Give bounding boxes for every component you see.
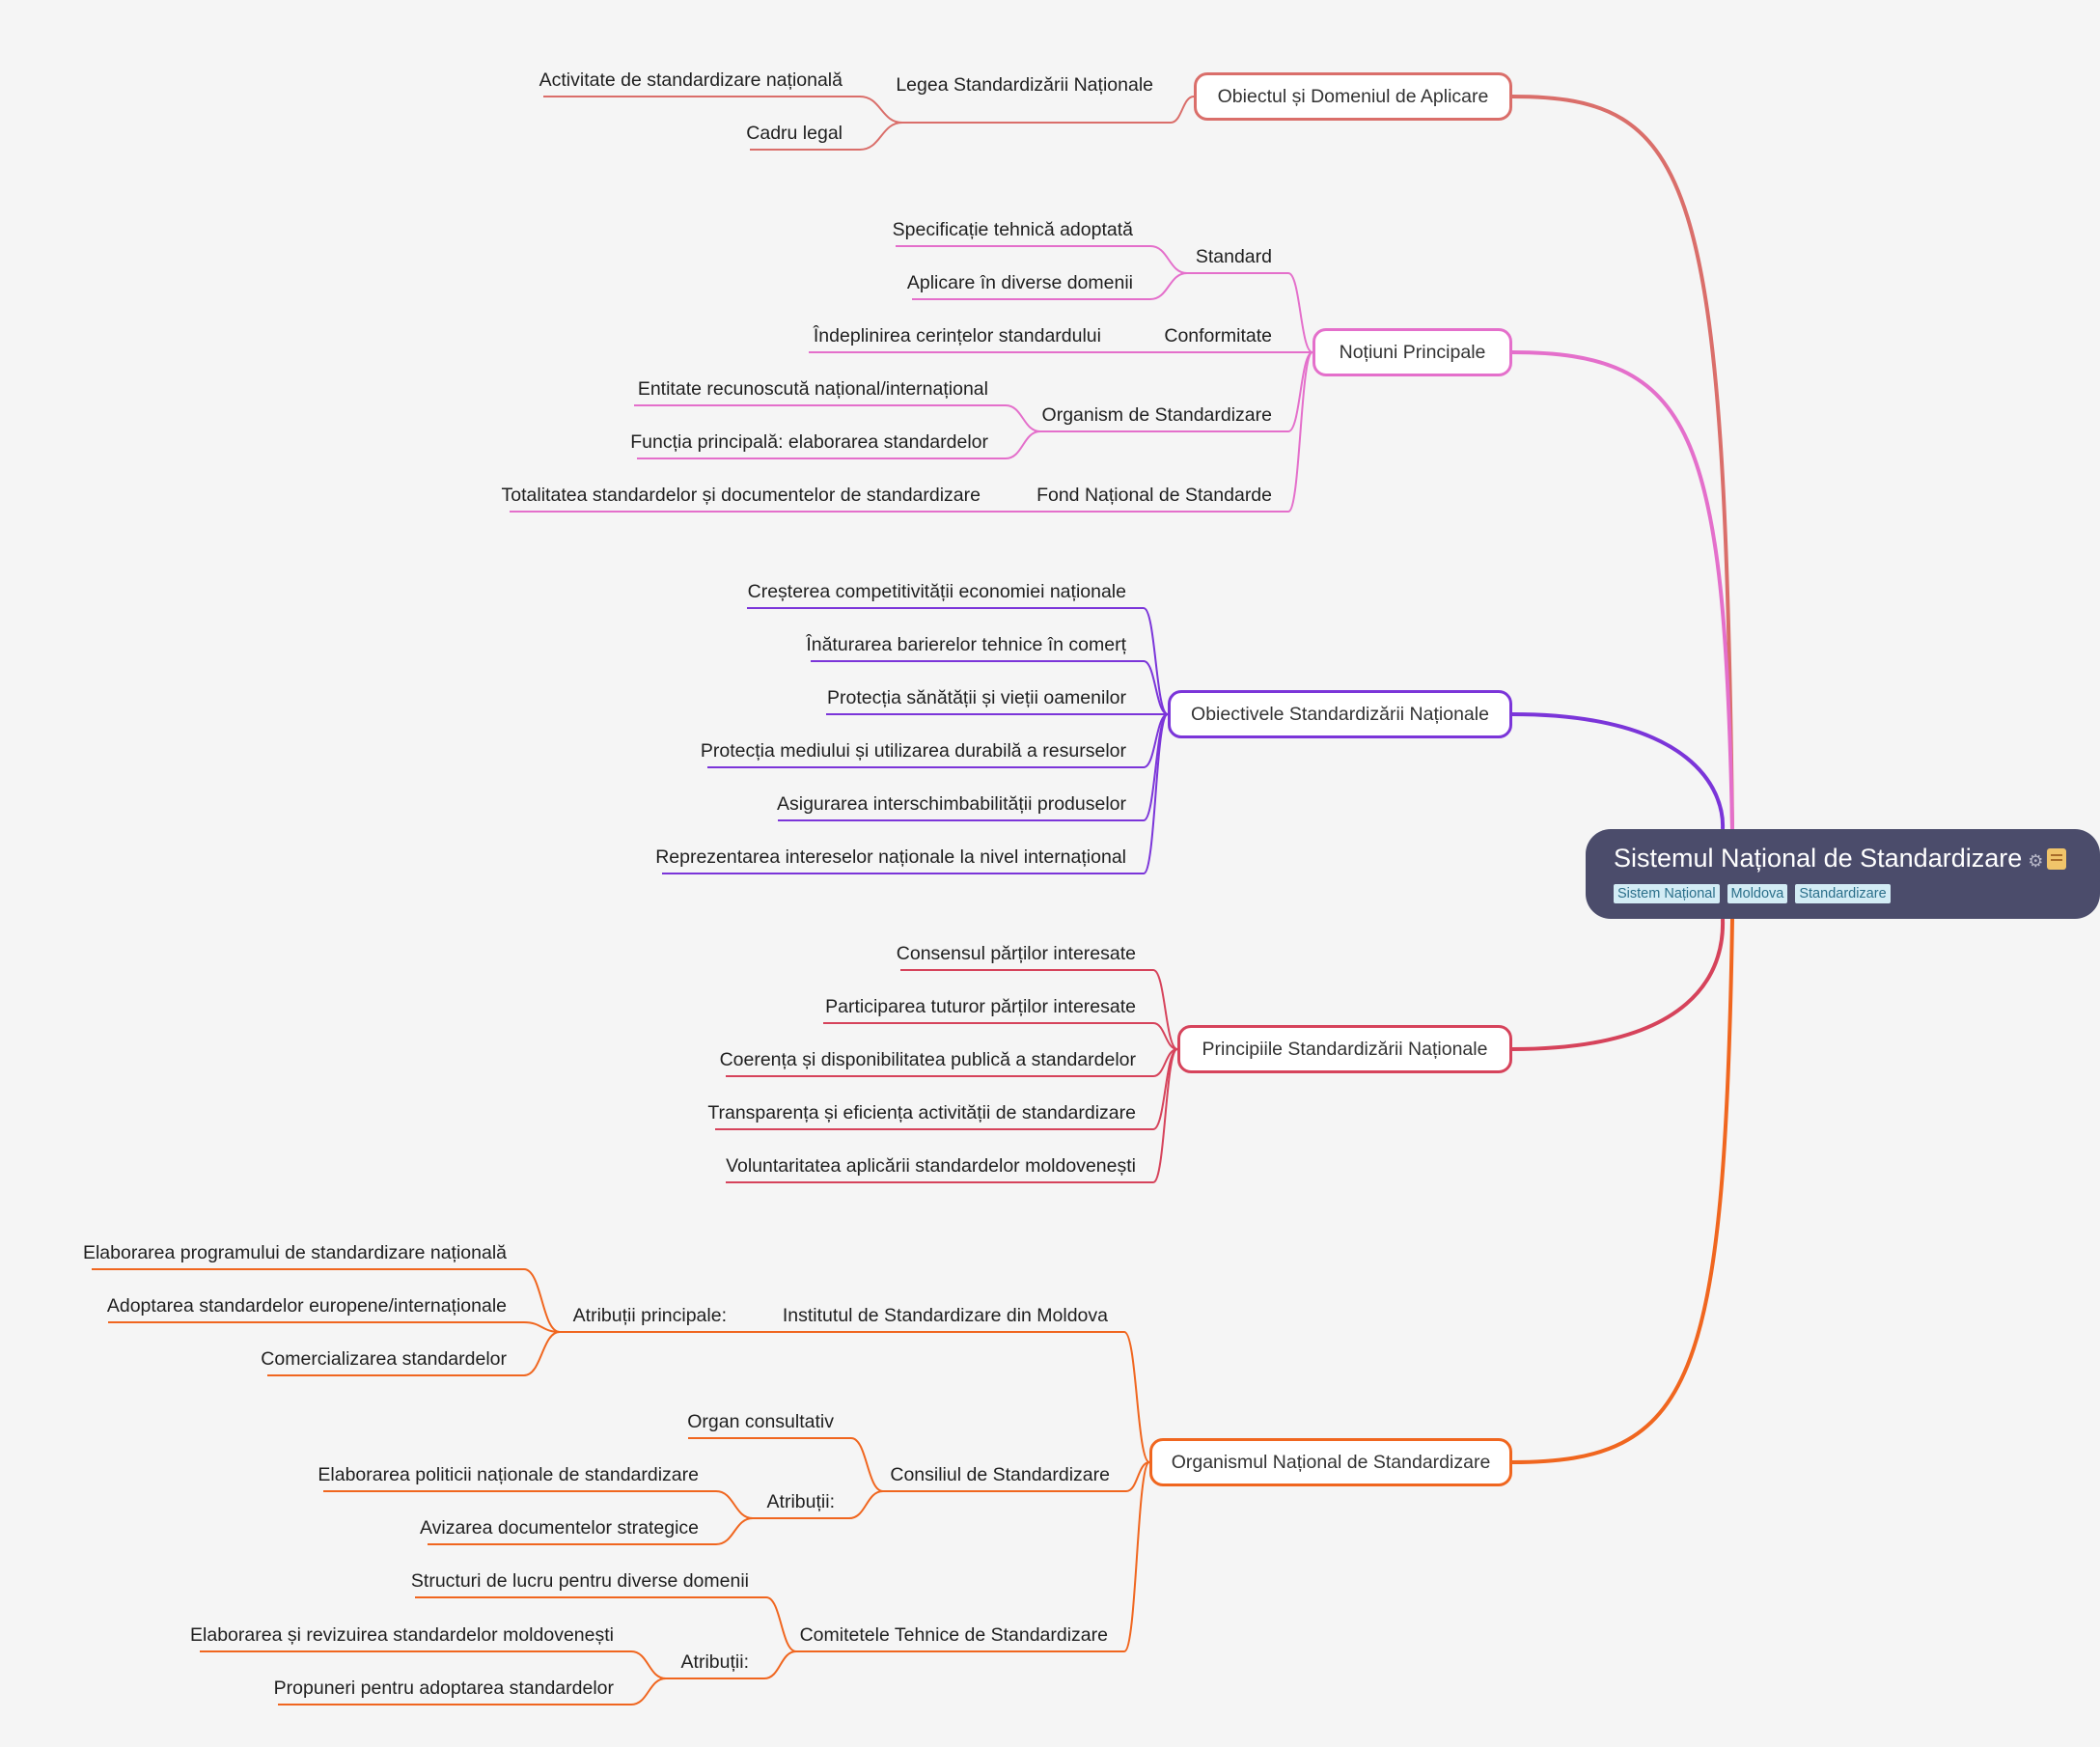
connector-line bbox=[848, 1490, 884, 1519]
principle-4[interactable]: Transparența și eficiența activității de… bbox=[707, 1102, 1136, 1123]
connector-line bbox=[1149, 272, 1188, 300]
branch-node-4[interactable]: Principiile Standardizării Naționale bbox=[1177, 1025, 1512, 1073]
attr-comitetele-1[interactable]: Elaborarea și revizuirea standardelor mo… bbox=[190, 1624, 614, 1646]
connector-line bbox=[1152, 1048, 1178, 1183]
attr-institutul-3[interactable]: Comercializarea standardelor bbox=[261, 1348, 507, 1370]
attr-comitetele-2[interactable]: Propuneri pentru adoptarea standardelor bbox=[273, 1678, 614, 1699]
subnode-0[interactable]: Standard bbox=[1195, 246, 1272, 267]
connector-line bbox=[1143, 660, 1169, 715]
leaf-0-1[interactable]: Aplicare în diverse domenii bbox=[906, 272, 1133, 293]
leaf-cadru-legal[interactable]: Cadru legal bbox=[746, 123, 843, 144]
subnode-1[interactable]: Conformitate bbox=[1164, 325, 1272, 347]
objective-5[interactable]: Asigurarea interschimbabilității produse… bbox=[776, 793, 1126, 815]
connector-line bbox=[1149, 245, 1188, 274]
connector-line bbox=[1511, 918, 1734, 1464]
tag-sistem-national[interactable]: Sistem Național bbox=[1614, 884, 1720, 903]
connector-line bbox=[1143, 607, 1169, 715]
root-tags: Sistem Național Moldova Standardizare bbox=[1614, 884, 2100, 903]
connector-line bbox=[1125, 1461, 1150, 1492]
principle-1[interactable]: Consensul părților interesate bbox=[896, 943, 1136, 964]
structuri-de-lucru[interactable]: Structuri de lucru pentru diverse domeni… bbox=[410, 1570, 749, 1592]
attr-institutul-1[interactable]: Elaborarea programului de standardizare … bbox=[82, 1242, 507, 1263]
subnode-legea[interactable]: Legea Standardizării Naționale bbox=[896, 74, 1153, 96]
leaf-1-0[interactable]: Îndeplinirea cerințelor standardului bbox=[813, 325, 1101, 347]
connector-line bbox=[1287, 272, 1313, 353]
subnode-comitetele[interactable]: Comitetele Tehnice de Standardizare bbox=[799, 1624, 1108, 1646]
connector-line bbox=[1005, 430, 1041, 459]
connector-line bbox=[1511, 350, 1734, 830]
connector-line bbox=[859, 122, 903, 151]
connector-line bbox=[523, 1331, 561, 1376]
connector-line bbox=[1287, 351, 1313, 513]
branch-node-5[interactable]: Organismul Național de Standardizare bbox=[1149, 1438, 1512, 1486]
subnode-3[interactable]: Fond Național de Standarde bbox=[1036, 485, 1272, 506]
leaf-2-0[interactable]: Entitate recunoscută național/internațio… bbox=[637, 378, 988, 400]
attr-consiliul-1[interactable]: Elaborarea politicii naționale de standa… bbox=[318, 1464, 699, 1485]
subnode-institutul[interactable]: Institutul de Standardizare din Moldova bbox=[782, 1305, 1108, 1326]
principle-5[interactable]: Voluntaritatea aplicării standardelor mo… bbox=[726, 1155, 1136, 1177]
tag-standardizare[interactable]: Standardizare bbox=[1795, 884, 1891, 903]
objective-3[interactable]: Protecția sănătății și vieții oamenilor bbox=[827, 687, 1126, 708]
objective-1[interactable]: Creșterea competitivității economiei naț… bbox=[747, 581, 1126, 602]
attr-institutul-2[interactable]: Adoptarea standardelor europene/internaț… bbox=[106, 1295, 507, 1317]
atributii-comitetele[interactable]: Atribuții: bbox=[680, 1651, 749, 1673]
organ-consultativ[interactable]: Organ consultativ bbox=[687, 1411, 834, 1432]
connector-line bbox=[1143, 713, 1169, 874]
connector-line bbox=[1511, 918, 1726, 1051]
objective-2[interactable]: Înăturarea barierelor tehnice în comerț bbox=[806, 634, 1126, 655]
atributii-institutul[interactable]: Atribuții principale: bbox=[572, 1305, 727, 1326]
connector-line bbox=[765, 1596, 797, 1652]
connector-line bbox=[715, 1490, 754, 1519]
leaf-3-0[interactable]: Totalitatea standardelor și documentelor… bbox=[501, 485, 981, 506]
tag-moldova[interactable]: Moldova bbox=[1727, 884, 1788, 903]
connector-line bbox=[1511, 712, 1726, 830]
connector-line bbox=[715, 1517, 754, 1545]
gear-icon: ⚙ bbox=[2028, 851, 2044, 871]
connector-line bbox=[850, 1437, 884, 1492]
connector-line bbox=[1123, 1461, 1150, 1652]
connector-line bbox=[1511, 95, 1734, 830]
principle-3[interactable]: Coerența și disponibilitatea publică a s… bbox=[719, 1049, 1136, 1070]
attr-consiliul-2[interactable]: Avizarea documentelor strategice bbox=[419, 1517, 699, 1539]
connector-line bbox=[630, 1650, 667, 1679]
principle-2[interactable]: Participarea tuturor părților interesate bbox=[825, 996, 1136, 1017]
leaf-2-1[interactable]: Funcția principală: elaborarea standarde… bbox=[630, 431, 988, 453]
branch-node-3[interactable]: Obiectivele Standardizării Naționale bbox=[1168, 690, 1512, 738]
subnode-consiliul[interactable]: Consiliul de Standardizare bbox=[890, 1464, 1110, 1485]
connector-line bbox=[1152, 969, 1178, 1050]
objective-6[interactable]: Reprezentarea intereselor naționale la n… bbox=[655, 846, 1126, 868]
connector-line bbox=[763, 1650, 797, 1679]
leaf-0-0[interactable]: Specificație tehnică adoptată bbox=[892, 219, 1133, 240]
subnode-2[interactable]: Organism de Standardizare bbox=[1041, 404, 1272, 426]
connector-line bbox=[859, 96, 903, 124]
connector-line bbox=[1005, 404, 1041, 432]
scroll-icon bbox=[2047, 848, 2067, 870]
branch-node-1[interactable]: Obiectul și Domeniul de Aplicare bbox=[1194, 72, 1512, 121]
branch-node-2[interactable]: Noțiuni Principale bbox=[1312, 328, 1512, 376]
objective-4[interactable]: Protecția mediului și utilizarea durabil… bbox=[700, 740, 1126, 762]
connector-line bbox=[523, 1321, 561, 1333]
connector-line bbox=[1123, 1331, 1150, 1463]
connector-line bbox=[1152, 1022, 1178, 1050]
leaf-activitate[interactable]: Activitate de standardizare națională bbox=[539, 69, 843, 91]
connector-line bbox=[630, 1678, 667, 1705]
root-title: Sistemul Național de Standardizare bbox=[1614, 844, 2023, 873]
connector-line bbox=[523, 1268, 561, 1333]
atributii-consiliul[interactable]: Atribuții: bbox=[766, 1491, 835, 1512]
connector-line bbox=[1170, 96, 1195, 124]
root-node[interactable]: Sistemul Național de Standardizare⚙ Sist… bbox=[1586, 829, 2100, 919]
